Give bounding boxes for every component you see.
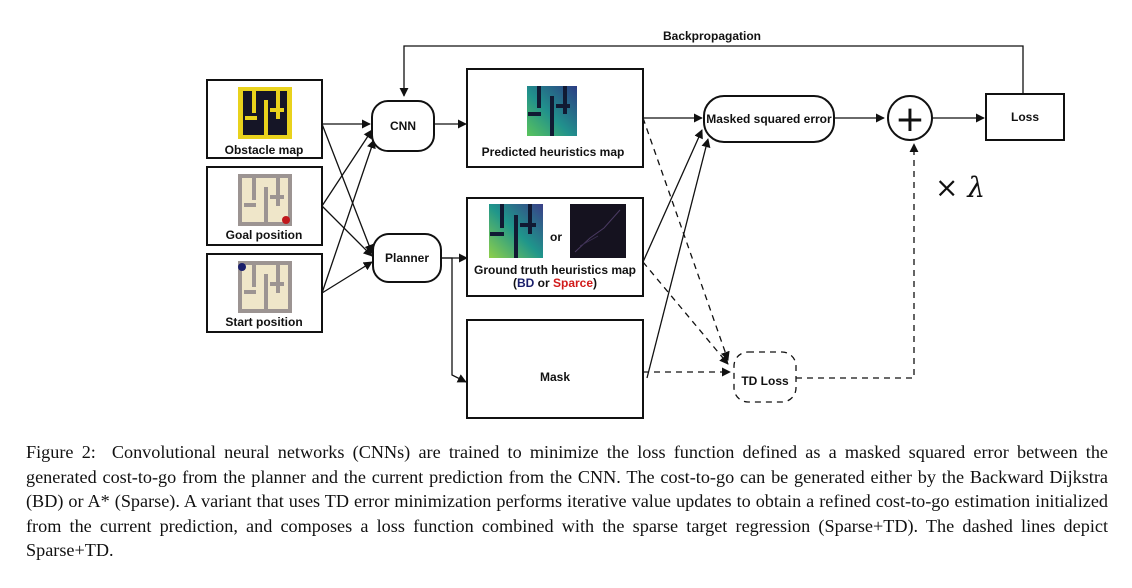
pipeline-diagram: Backpropagation Obstacle map Goal positi [206,29,1065,419]
backprop-label: Backpropagation [663,29,761,43]
planner-label: Planner [385,251,429,265]
ground-truth-label: Ground truth heuristics map [474,263,636,277]
obstacle-map-panel: Obstacle map [206,79,323,159]
goal-position-panel: Goal position [206,166,323,246]
predicted-map-image [527,86,577,136]
bd-map-image [489,204,543,258]
bd-label: BD [517,276,535,290]
dashed-arrow-groundtruth-td [642,261,729,365]
cnn-node: CNN [371,100,435,152]
arrow-goal-cnn [321,129,373,207]
gt-or-label: or [550,230,562,244]
start-dot [238,263,246,271]
lambda-label: × λ [935,171,985,204]
obstacle-map-label: Obstacle map [225,143,304,157]
dashed-arrow-td-plus [796,143,919,379]
arrow-start-cnn [321,139,376,294]
gt-sub-close: ) [593,276,597,290]
ground-truth-panel: or Ground truth heuristics map (BD or Sp… [466,197,644,297]
sum-node: + [887,95,933,141]
mask-label: Mask [540,370,570,384]
loss-node: Loss [985,93,1065,141]
td-loss-node: TD Loss [733,351,797,403]
goal-map-image [238,174,292,226]
arrow-obstacle-planner [321,123,374,254]
arrow-groundtruth-mse [642,129,703,263]
backprop-arrow [399,45,1024,97]
arrow-mask-mse [646,138,711,379]
sparse-label: Sparce [553,276,593,290]
arrow-start-planner [321,261,373,294]
obstacle-map-image [238,87,292,139]
plus-icon: + [895,99,925,140]
masked-squared-error-label: Masked squared error [706,112,832,126]
predicted-map-label: Predicted heuristics map [482,145,625,159]
goal-dot [282,216,290,224]
ground-truth-sublabel: (BD or Sparce) [513,276,597,290]
masked-squared-error-node: Masked squared error [703,95,835,143]
start-map-image [238,261,292,313]
predicted-heuristics-panel: Predicted heuristics map [466,68,644,168]
dashed-arrow-predicted-td [642,117,730,361]
start-position-panel: Start position [206,253,323,333]
mask-panel: Mask [466,319,644,419]
cnn-label: CNN [390,119,416,133]
gt-sub-open: ( [513,276,517,290]
gt-sub-mid: or [534,276,553,290]
sparse-map-image [570,204,626,258]
td-loss-label: TD Loss [741,374,789,388]
planner-node: Planner [372,233,442,283]
goal-position-label: Goal position [226,228,303,242]
loss-label: Loss [1011,110,1039,124]
arrow-goal-planner [321,205,373,257]
figure-caption: Figure 2:Convolutional neural networks (… [26,440,1108,563]
caption-label: Figure 2: [26,442,96,462]
arrow-planner-mask [441,257,467,383]
caption-text: Convolutional neural networks (CNNs) are… [26,442,1108,560]
start-position-label: Start position [225,315,302,329]
